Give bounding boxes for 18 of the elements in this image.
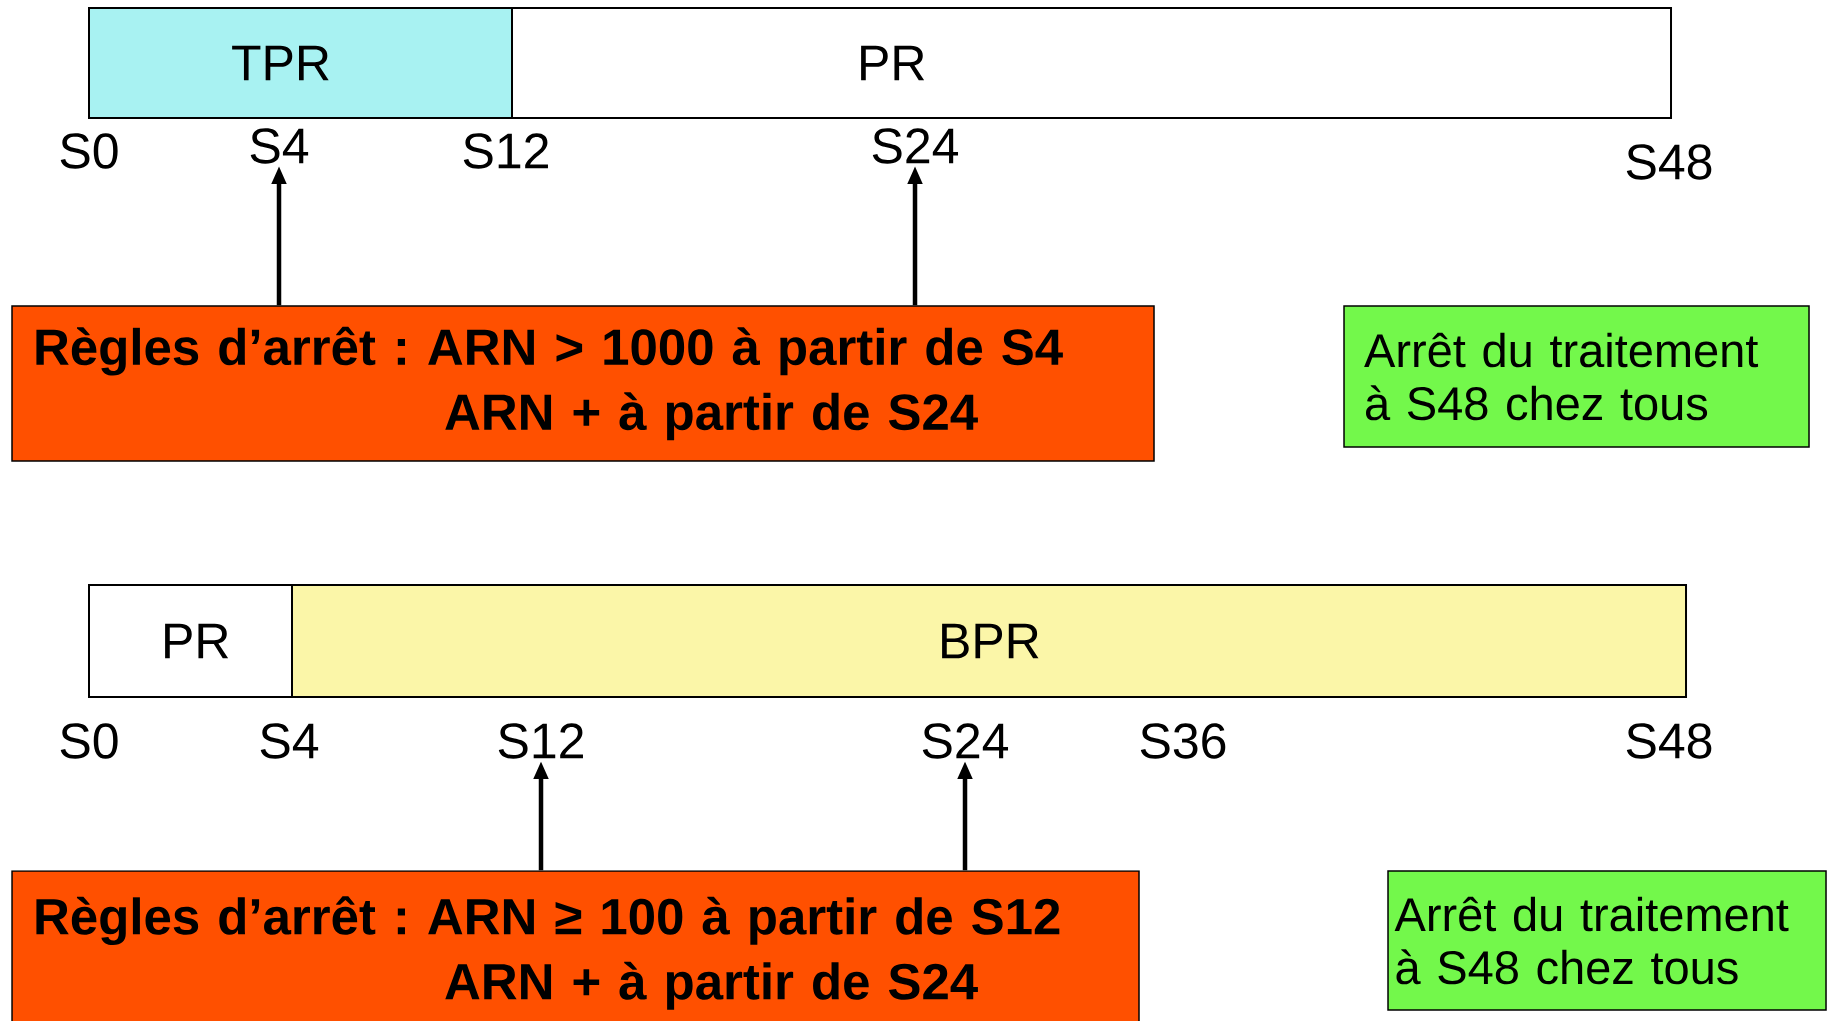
timeline-segment: PR xyxy=(511,7,1672,119)
week-label: S4 xyxy=(250,128,309,164)
rule-box: Règles d’arrêt : ARN ≥ 100 à partir de S12 ARN + à partir de S24 xyxy=(11,870,1140,1021)
week-label: S12 xyxy=(463,133,548,169)
week-label: S24 xyxy=(872,128,959,164)
week-label: S36 xyxy=(1140,723,1226,759)
week-label: S12 xyxy=(498,723,583,759)
timeline-segment: BPR xyxy=(291,584,1687,698)
timeline-segment: TPR xyxy=(88,7,513,119)
week-label: S48 xyxy=(1626,723,1712,759)
week-label: S48 xyxy=(1626,144,1712,180)
timeline-segment: PR xyxy=(88,584,293,698)
week-label: S0 xyxy=(60,133,118,169)
note-box: Arrêt du traitement à S48 chez tous xyxy=(1343,305,1810,448)
week-label: S24 xyxy=(922,723,1009,759)
week-label: S4 xyxy=(260,723,319,759)
week-label: S0 xyxy=(60,723,118,759)
note-box: Arrêt du traitement à S48 chez tous xyxy=(1387,870,1827,1011)
